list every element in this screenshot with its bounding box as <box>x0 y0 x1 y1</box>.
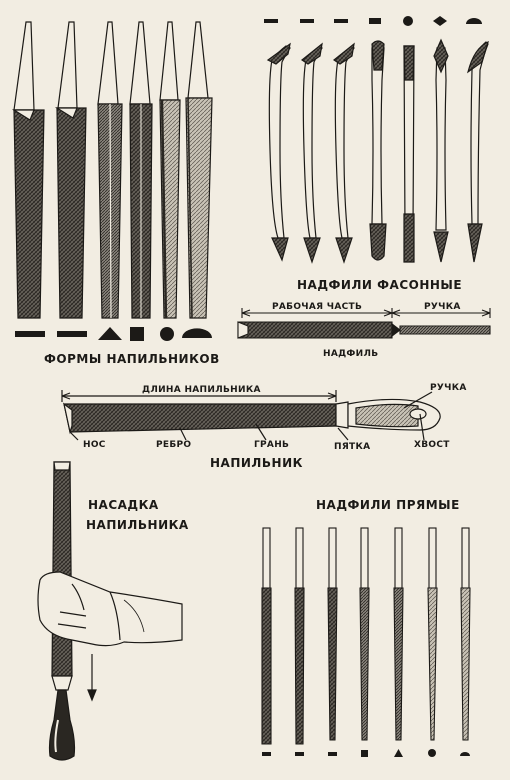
round-file <box>159 21 181 319</box>
needle-file-label: НАДФИЛЬ <box>323 349 379 359</box>
file-mounting-title-2: НАПИЛЬНИКА <box>86 518 189 532</box>
straight-file-sections <box>262 749 470 757</box>
edge-label: РЕБРО <box>156 440 192 450</box>
shaped-needle-files-group <box>264 16 489 264</box>
file-length-label: ДЛИНА НАПИЛЬНИКА <box>142 385 261 395</box>
nose-label: НОС <box>83 440 106 450</box>
flat-file-1 <box>11 21 45 319</box>
file-shapes-group <box>11 21 213 341</box>
file-shapes-title: ФОРМЫ НАПИЛЬНИКОВ <box>44 352 220 366</box>
triangular-file <box>97 21 123 319</box>
straight-needle-files-group <box>261 527 471 757</box>
shaped-needle-files-title: НАДФИЛИ ФАСОННЫЕ <box>297 278 463 292</box>
heel-label: ПЯТКА <box>334 442 371 452</box>
flat-file-2 <box>54 21 87 319</box>
file-mounting-diagram <box>37 461 183 761</box>
handle-label: РУЧКА <box>424 302 461 312</box>
shaped-file-bodies <box>266 38 489 264</box>
file-mounting-title-1: НАСАДКА <box>88 498 159 512</box>
square-file <box>129 21 153 319</box>
straight-needle-files-title: НАДФИЛИ ПРЯМЫЕ <box>316 498 460 512</box>
cross-sections <box>15 327 212 341</box>
straight-file-handles <box>262 527 470 589</box>
shaped-file-sections <box>264 16 482 26</box>
half-round-file <box>185 21 213 319</box>
straight-file-blades <box>261 587 471 745</box>
needle-file-diagram <box>237 308 491 339</box>
face-label: ГРАНЬ <box>254 440 290 450</box>
tail-label: ХВОСТ <box>414 440 450 450</box>
file-handle-label: РУЧКА <box>430 383 467 393</box>
file-diagram <box>61 390 441 441</box>
working-part-label: РАБОЧАЯ ЧАСТЬ <box>272 302 363 312</box>
file-title: НАПИЛЬНИК <box>210 456 303 470</box>
